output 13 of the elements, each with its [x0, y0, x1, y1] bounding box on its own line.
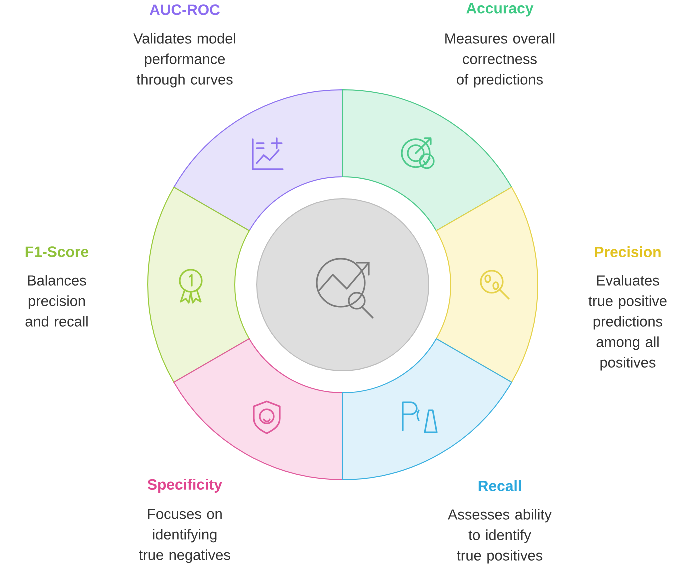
- heading: Precision: [595, 246, 661, 258]
- description: Balances precision and recall: [26, 275, 88, 327]
- heading: Recall: [478, 480, 522, 492]
- description: Measures overall correctness of predictions: [446, 33, 555, 88]
- heading: Specificity: [148, 479, 222, 493]
- heading: F1-Score: [26, 246, 89, 258]
- heading: AUC-ROC: [150, 4, 220, 16]
- description: Assesses ability to identify true positives: [448, 509, 552, 564]
- center-circle: [256, 198, 430, 372]
- description: Evaluates true positive predictions among all positives: [588, 275, 667, 371]
- heading: Accuracy: [466, 3, 534, 17]
- description: Focuses on identifying true negatives: [139, 509, 230, 564]
- description: Validates model performance through curves: [134, 33, 236, 88]
